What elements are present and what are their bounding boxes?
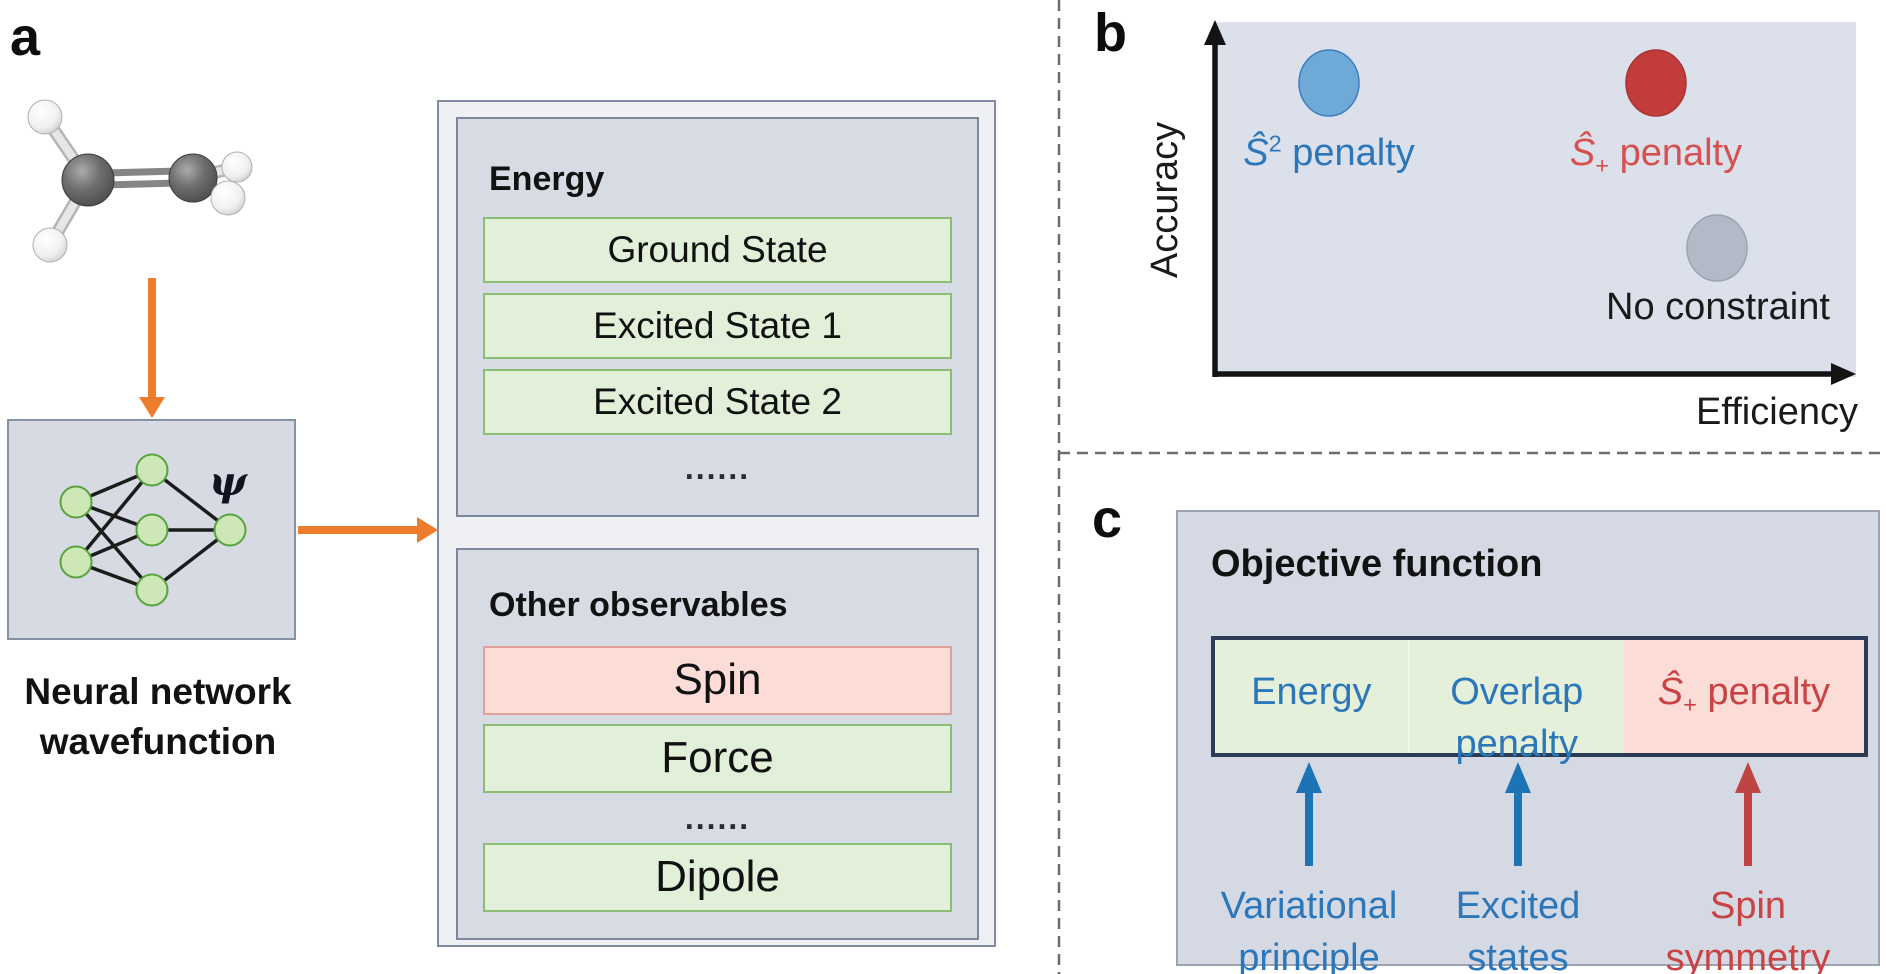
panel-a-label: a [10,7,41,67]
energy-row-excited-state-1: Excited State 1 [483,293,952,359]
s-plus-hat-symbol-b: Ŝ [1569,132,1596,174]
y-axis-label: Accuracy [1144,121,1186,279]
excited-states-label: Excited states [1455,885,1581,974]
bar-segment-overlap-penalty: Overlap penalty [1409,640,1624,765]
objective-function-bar: Energy Overlap penalty Ŝ+ penalty [1211,636,1868,765]
spin-symmetry-label: Spin symmetry [1665,885,1831,974]
s-plus-subscript: + [1683,691,1697,718]
observable-row-force: Force [483,724,952,793]
x-axis-label: Efficiency [1696,391,1858,433]
psi-wavefunction-symbol: ψ [209,458,247,505]
energy-panel-title: Energy [489,160,605,198]
energy-ellipsis: ...... [684,450,751,486]
energy-row-ground-state: Ground State [483,217,952,283]
s-plus-subscript-b: + [1595,152,1610,179]
s2-rest: penalty [1281,132,1415,174]
s-plus-rest: penalty [1696,671,1831,713]
neural-network-box [7,419,296,640]
s-plus-penalty-label: Ŝ+ penalty [1506,131,1806,177]
neural-network-caption: Neural network wavefunction [24,671,292,762]
objective-function-title: Objective function [1211,543,1543,585]
ethylene-molecule-icon [27,99,253,263]
observable-row-dipole: Dipole [483,843,952,912]
panel-c-label: c [1092,489,1123,549]
observables-panel-title: Other observables [489,586,788,624]
arrow-right-icon [298,517,438,543]
s2-superscript: 2 [1268,130,1282,157]
s2-penalty-label: Ŝ2 penalty [1179,131,1479,175]
arrow-down-icon [139,278,165,418]
s-plus-rest-b: penalty [1609,132,1743,174]
s-plus-hat-symbol: Ŝ [1657,671,1684,713]
variational-principle-label: Variational principle [1220,885,1398,974]
energy-row-excited-state-2: Excited State 2 [483,369,952,435]
bar-segment-energy: Energy [1215,640,1410,753]
s2-hat-symbol: Ŝ [1243,132,1269,174]
no-constraint-label: No constraint [1606,286,1830,328]
observables-ellipsis: ...... [684,800,751,836]
bar-segment-splus-penalty: Ŝ+ penalty [1623,640,1864,753]
observable-row-spin: Spin [483,646,952,715]
panel-b-label: b [1094,3,1127,63]
